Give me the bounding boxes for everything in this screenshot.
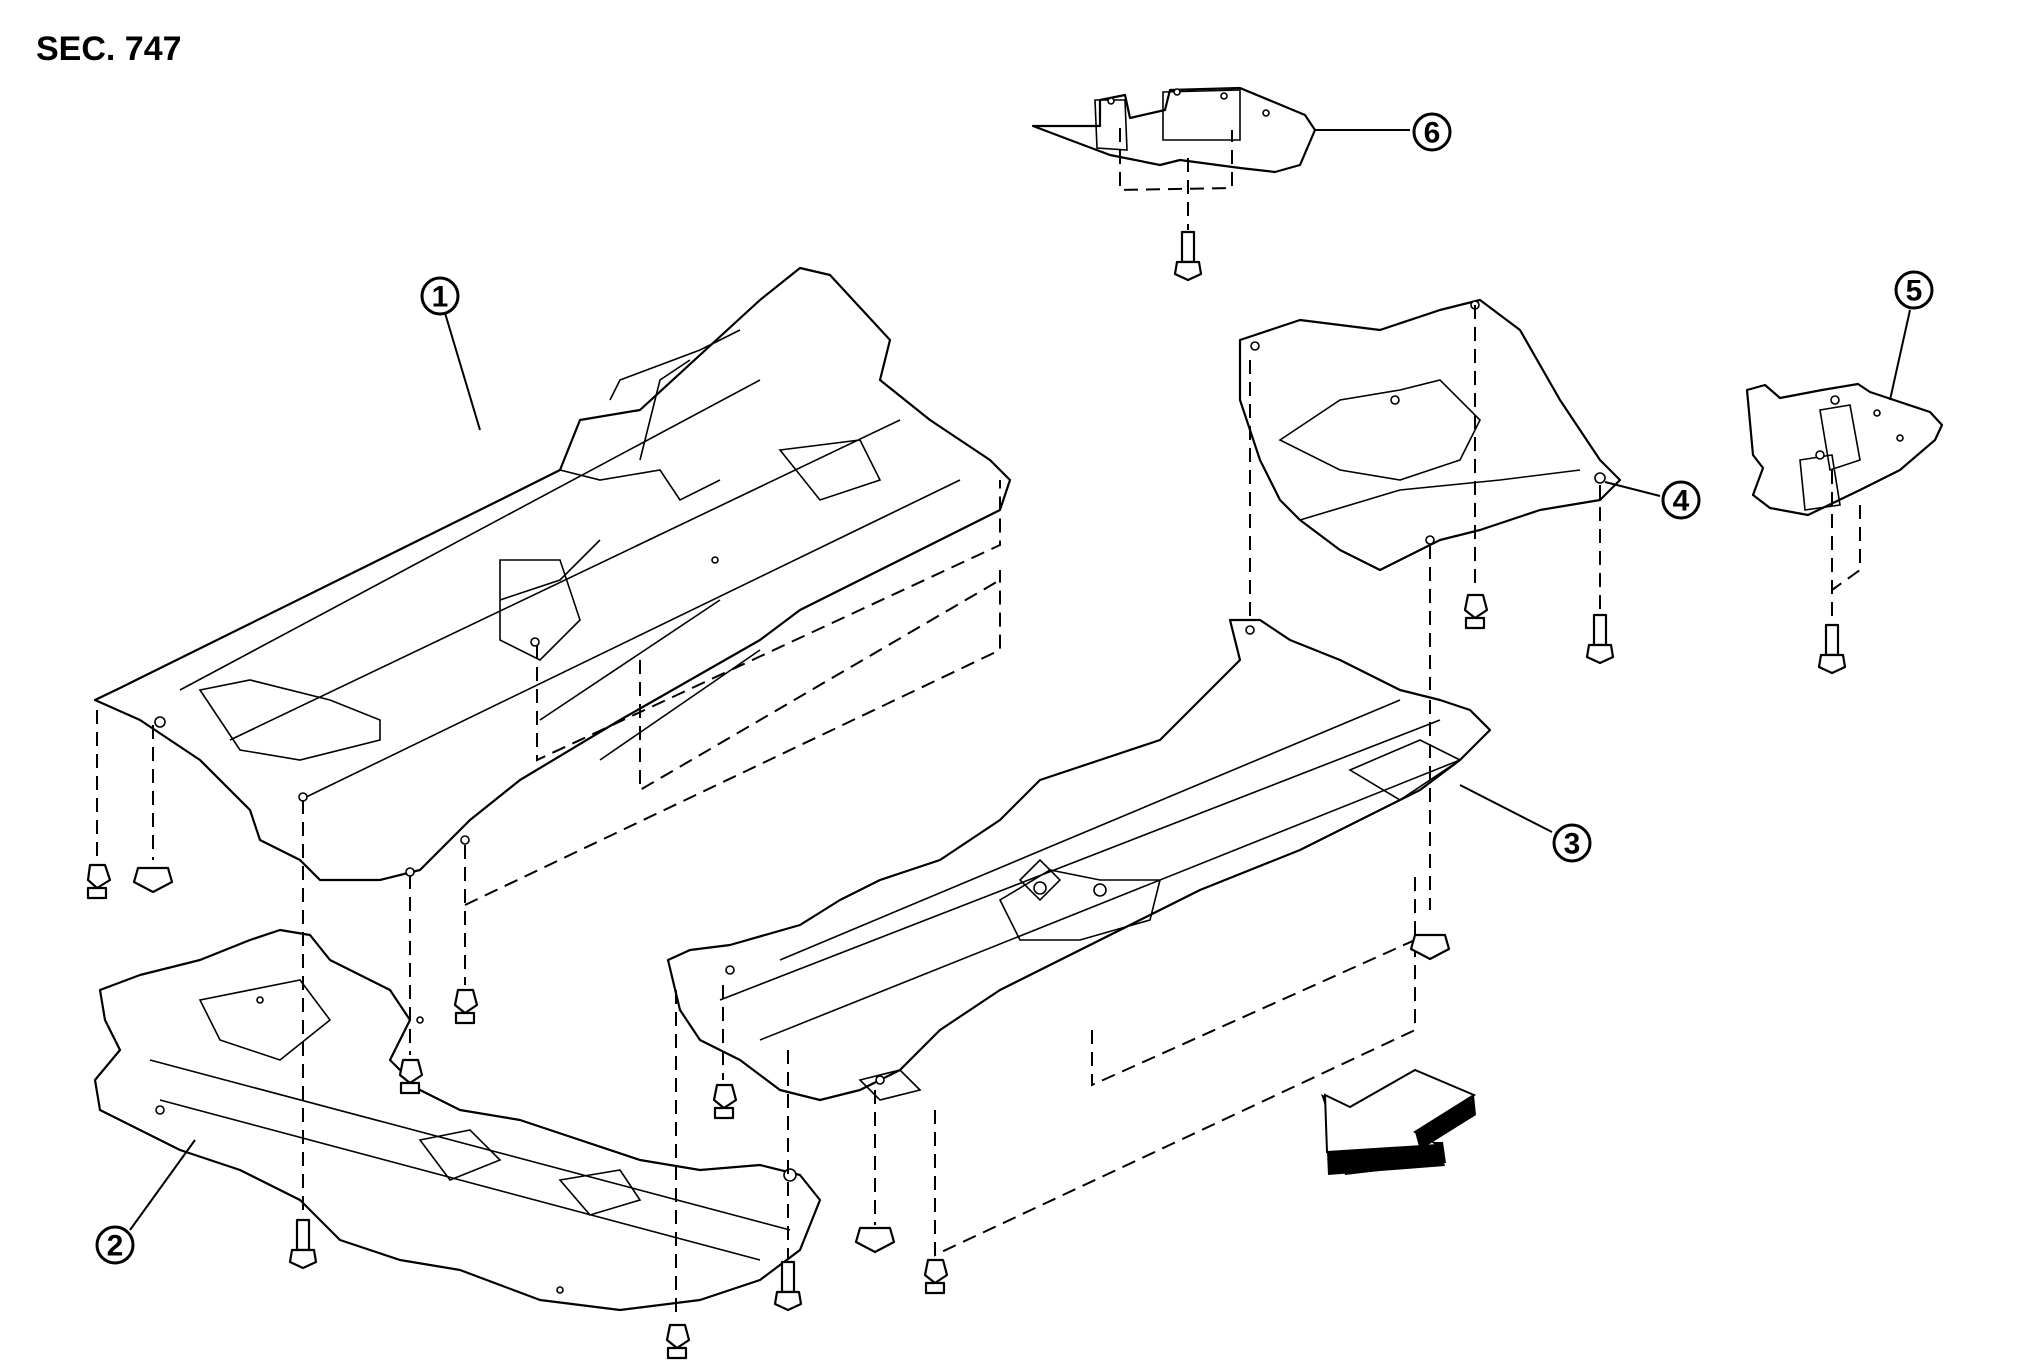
nut-icon — [854, 1226, 896, 1254]
nut-icon — [132, 866, 174, 894]
svg-text:6: 6 — [1424, 117, 1441, 150]
part-4-cover — [1238, 298, 1622, 572]
svg-text:1: 1 — [432, 281, 449, 314]
bolt-icon — [1817, 623, 1847, 675]
clip-icon — [1463, 593, 1489, 630]
callout-4: 4 — [1661, 480, 1701, 520]
svg-text:5: 5 — [1906, 275, 1923, 308]
svg-text:2: 2 — [107, 1230, 124, 1263]
callout-6: 6 — [1412, 112, 1452, 152]
callout-3: 3 — [1552, 823, 1592, 863]
svg-text:3: 3 — [1564, 828, 1581, 861]
part-3-undercover — [666, 618, 1492, 1102]
svg-text:4: 4 — [1673, 485, 1690, 518]
part-1-undercover — [93, 266, 1012, 882]
section-title: SEC. 747 — [36, 30, 182, 68]
bolt-icon — [1173, 230, 1203, 282]
bolt-icon — [1585, 613, 1615, 665]
clip-icon — [923, 1258, 949, 1295]
clip-icon — [665, 1323, 691, 1360]
bolt-icon — [773, 1260, 803, 1312]
nut-icon — [1409, 933, 1451, 961]
leader-lines — [129, 129, 1911, 1231]
clip-icon — [712, 1083, 738, 1120]
clip-icon — [453, 988, 479, 1025]
clip-icon — [86, 863, 112, 900]
callout-5: 5 — [1894, 270, 1934, 310]
bolt-icon — [288, 1218, 318, 1270]
fasteners — [86, 230, 1847, 1360]
part-2-lower-cover — [93, 928, 822, 1312]
front-direction-arrow-icon — [1321, 1068, 1477, 1175]
part-6-bracket — [1031, 86, 1317, 174]
callout-2: 2 — [95, 1225, 135, 1265]
clip-icon — [398, 1058, 424, 1095]
callout-1: 1 — [420, 276, 460, 316]
part-5-bracket — [1745, 382, 1944, 517]
